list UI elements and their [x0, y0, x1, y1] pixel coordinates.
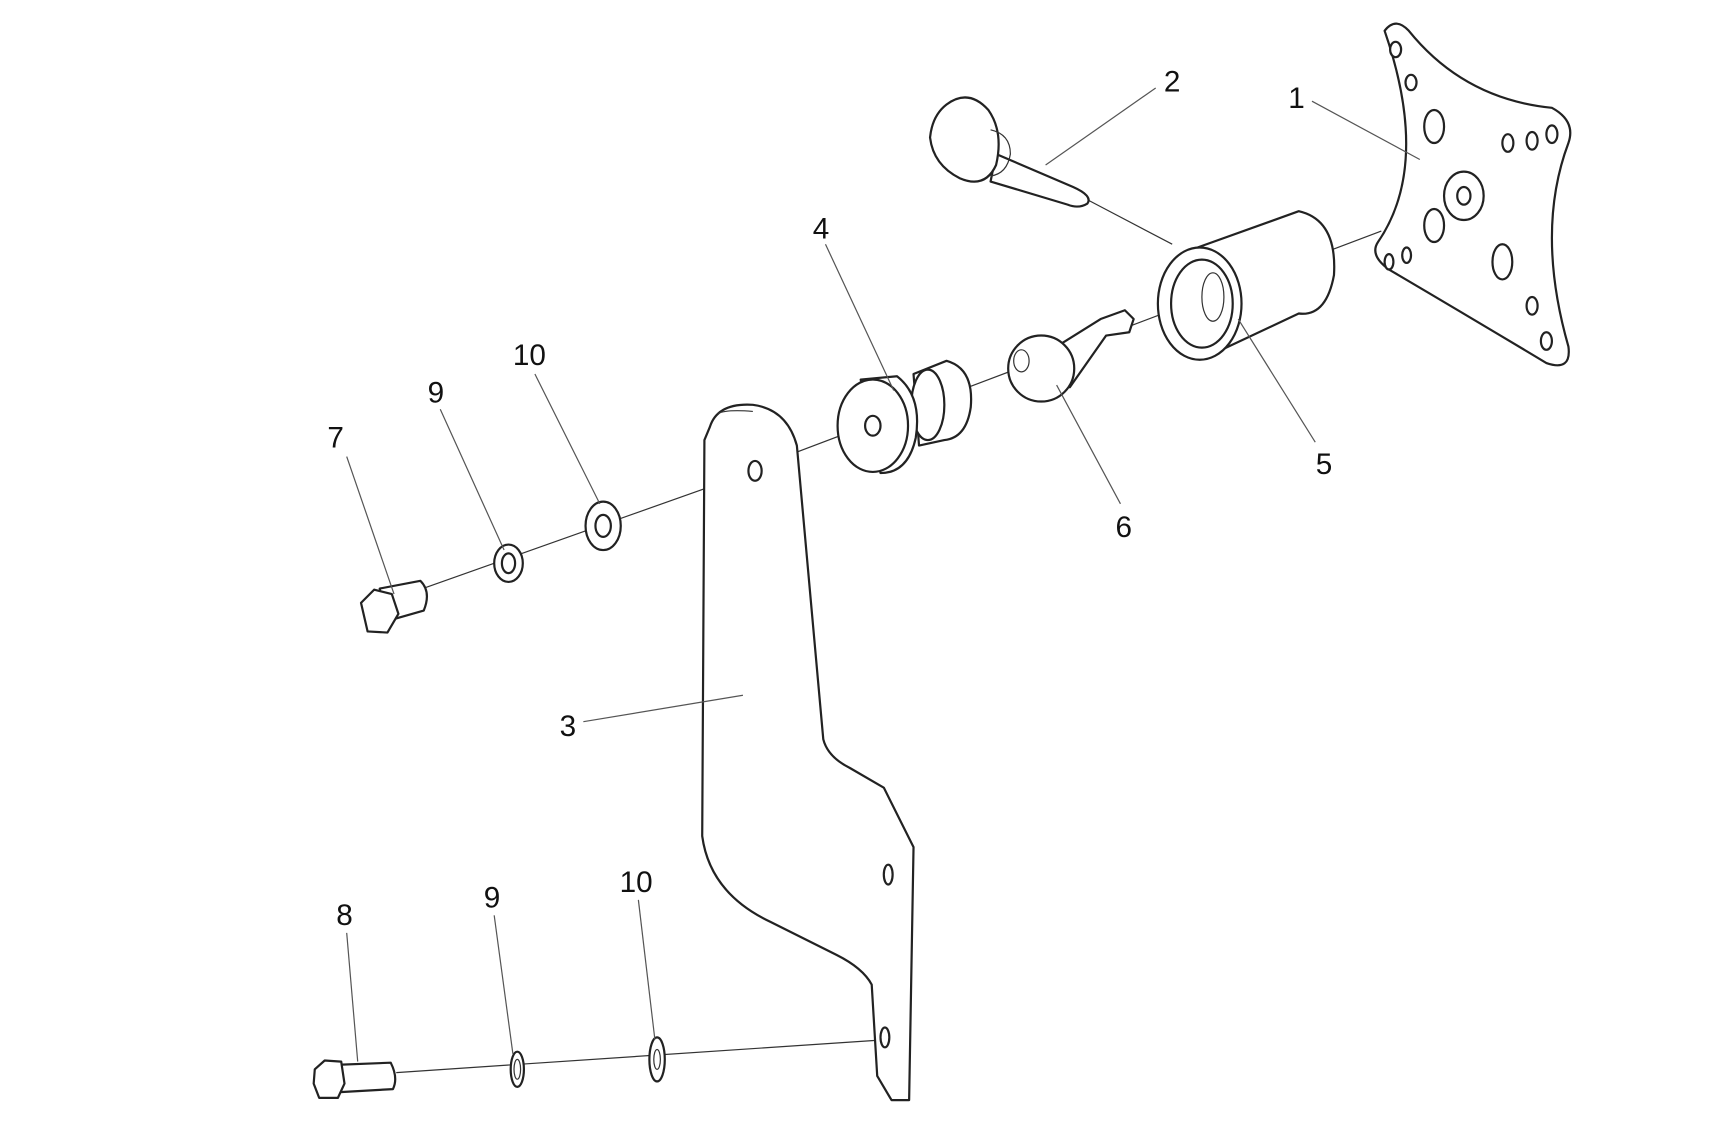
ball-stud-part-6	[1007, 309, 1135, 403]
callout-9-lower: 9	[484, 882, 501, 915]
callout-5: 5	[1316, 448, 1333, 481]
spacer-part-4	[836, 359, 973, 475]
callout-10-upper: 10	[513, 339, 546, 372]
lock-washer-upper-part-9	[493, 543, 524, 584]
flat-washer-upper-part-10	[584, 500, 622, 552]
knob-screw-part-2	[928, 96, 1090, 208]
callout-7: 7	[327, 422, 344, 455]
mounting-plate-part-1	[1374, 22, 1572, 367]
callout-9-upper: 9	[428, 377, 445, 410]
lock-washer-lower-part-9	[509, 1050, 526, 1088]
bracket-part-3	[701, 403, 915, 1102]
callout-1: 1	[1288, 82, 1305, 115]
flat-washer-lower-part-10	[648, 1036, 666, 1083]
callouts: 1 2 3 4 5 6 7 8 9 10 9 10	[327, 65, 1332, 932]
callout-4: 4	[813, 213, 830, 246]
hex-bolt-part-7	[359, 579, 428, 634]
callout-3: 3	[560, 710, 577, 743]
hex-bolt-part-8	[312, 1059, 397, 1099]
callout-8: 8	[336, 899, 353, 932]
ball-socket-cup-part-5	[1156, 210, 1336, 361]
callout-10-lower: 10	[620, 866, 653, 899]
callout-6: 6	[1115, 511, 1132, 544]
callout-2: 2	[1164, 65, 1181, 98]
leader-lines	[346, 87, 1421, 1062]
